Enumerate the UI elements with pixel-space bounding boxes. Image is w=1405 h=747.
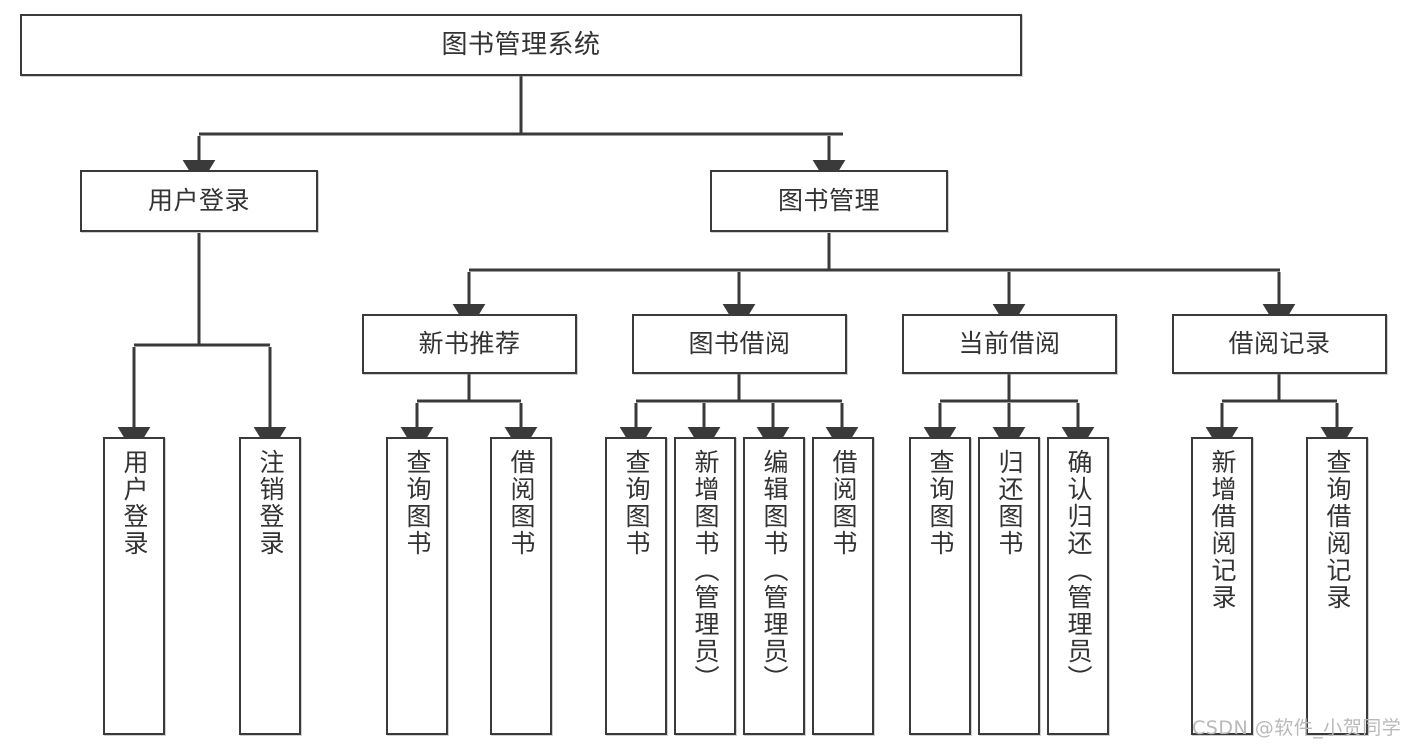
node-label: 查询图书 [403, 449, 432, 557]
node-label: 图书借阅 [688, 329, 791, 359]
leaf-confirm-return-admin[interactable]: 确认归还（管理员） [1047, 437, 1109, 735]
leaf-query-book-new[interactable]: 查询图书 [386, 437, 448, 735]
leaf-query-borrow-record[interactable]: 查询借阅记录 [1306, 437, 1368, 735]
leaf-add-book-admin[interactable]: 新增图书（管理员） [674, 437, 736, 735]
node-label: 查询图书 [622, 449, 651, 557]
node-label: 查询图书 [926, 449, 955, 557]
node-book-borrowing[interactable]: 图书借阅 [632, 314, 847, 374]
leaf-return-book[interactable]: 归还图书 [978, 437, 1040, 735]
leaf-logout-login[interactable]: 注销登录 [239, 437, 301, 735]
node-label: 新书推荐 [418, 329, 521, 359]
node-borrowing-record[interactable]: 借阅记录 [1172, 314, 1387, 374]
leaf-query-book-borrow[interactable]: 查询图书 [605, 437, 667, 735]
node-label: 图书管理 [777, 186, 880, 216]
node-root-book-management-system[interactable]: 图书管理系统 [20, 14, 1022, 76]
node-label: 图书管理系统 [441, 29, 601, 60]
leaf-borrow-book-new[interactable]: 借阅图书 [490, 437, 552, 735]
node-current-borrowing[interactable]: 当前借阅 [902, 314, 1117, 374]
leaf-add-borrow-record[interactable]: 新增借阅记录 [1191, 437, 1253, 735]
leaf-borrow-book[interactable]: 借阅图书 [812, 437, 874, 735]
node-label: 借阅记录 [1228, 329, 1331, 359]
node-label: 用户登录 [120, 449, 149, 557]
node-label: 归还图书 [995, 449, 1024, 557]
node-label: 新增图书（管理员） [691, 449, 720, 692]
node-book-management[interactable]: 图书管理 [710, 170, 948, 232]
node-label: 用户登录 [147, 186, 250, 216]
node-label: 查询借阅记录 [1323, 449, 1352, 611]
leaf-query-book-current[interactable]: 查询图书 [909, 437, 971, 735]
node-label: 新增借阅记录 [1208, 449, 1237, 611]
leaf-edit-book-admin[interactable]: 编辑图书（管理员） [743, 437, 805, 735]
node-label: 确认归还（管理员） [1064, 449, 1093, 692]
leaf-user-login[interactable]: 用户登录 [103, 437, 165, 735]
node-label: 编辑图书（管理员） [760, 449, 789, 692]
node-label: 注销登录 [256, 449, 285, 557]
node-label: 当前借阅 [958, 329, 1061, 359]
csdn-watermark: CSDN @软件_小贺同学 [1192, 717, 1402, 739]
node-label: 借阅图书 [507, 449, 536, 557]
node-new-book-recommendation[interactable]: 新书推荐 [362, 314, 577, 374]
node-user-login[interactable]: 用户登录 [80, 170, 318, 232]
node-label: 借阅图书 [829, 449, 858, 557]
